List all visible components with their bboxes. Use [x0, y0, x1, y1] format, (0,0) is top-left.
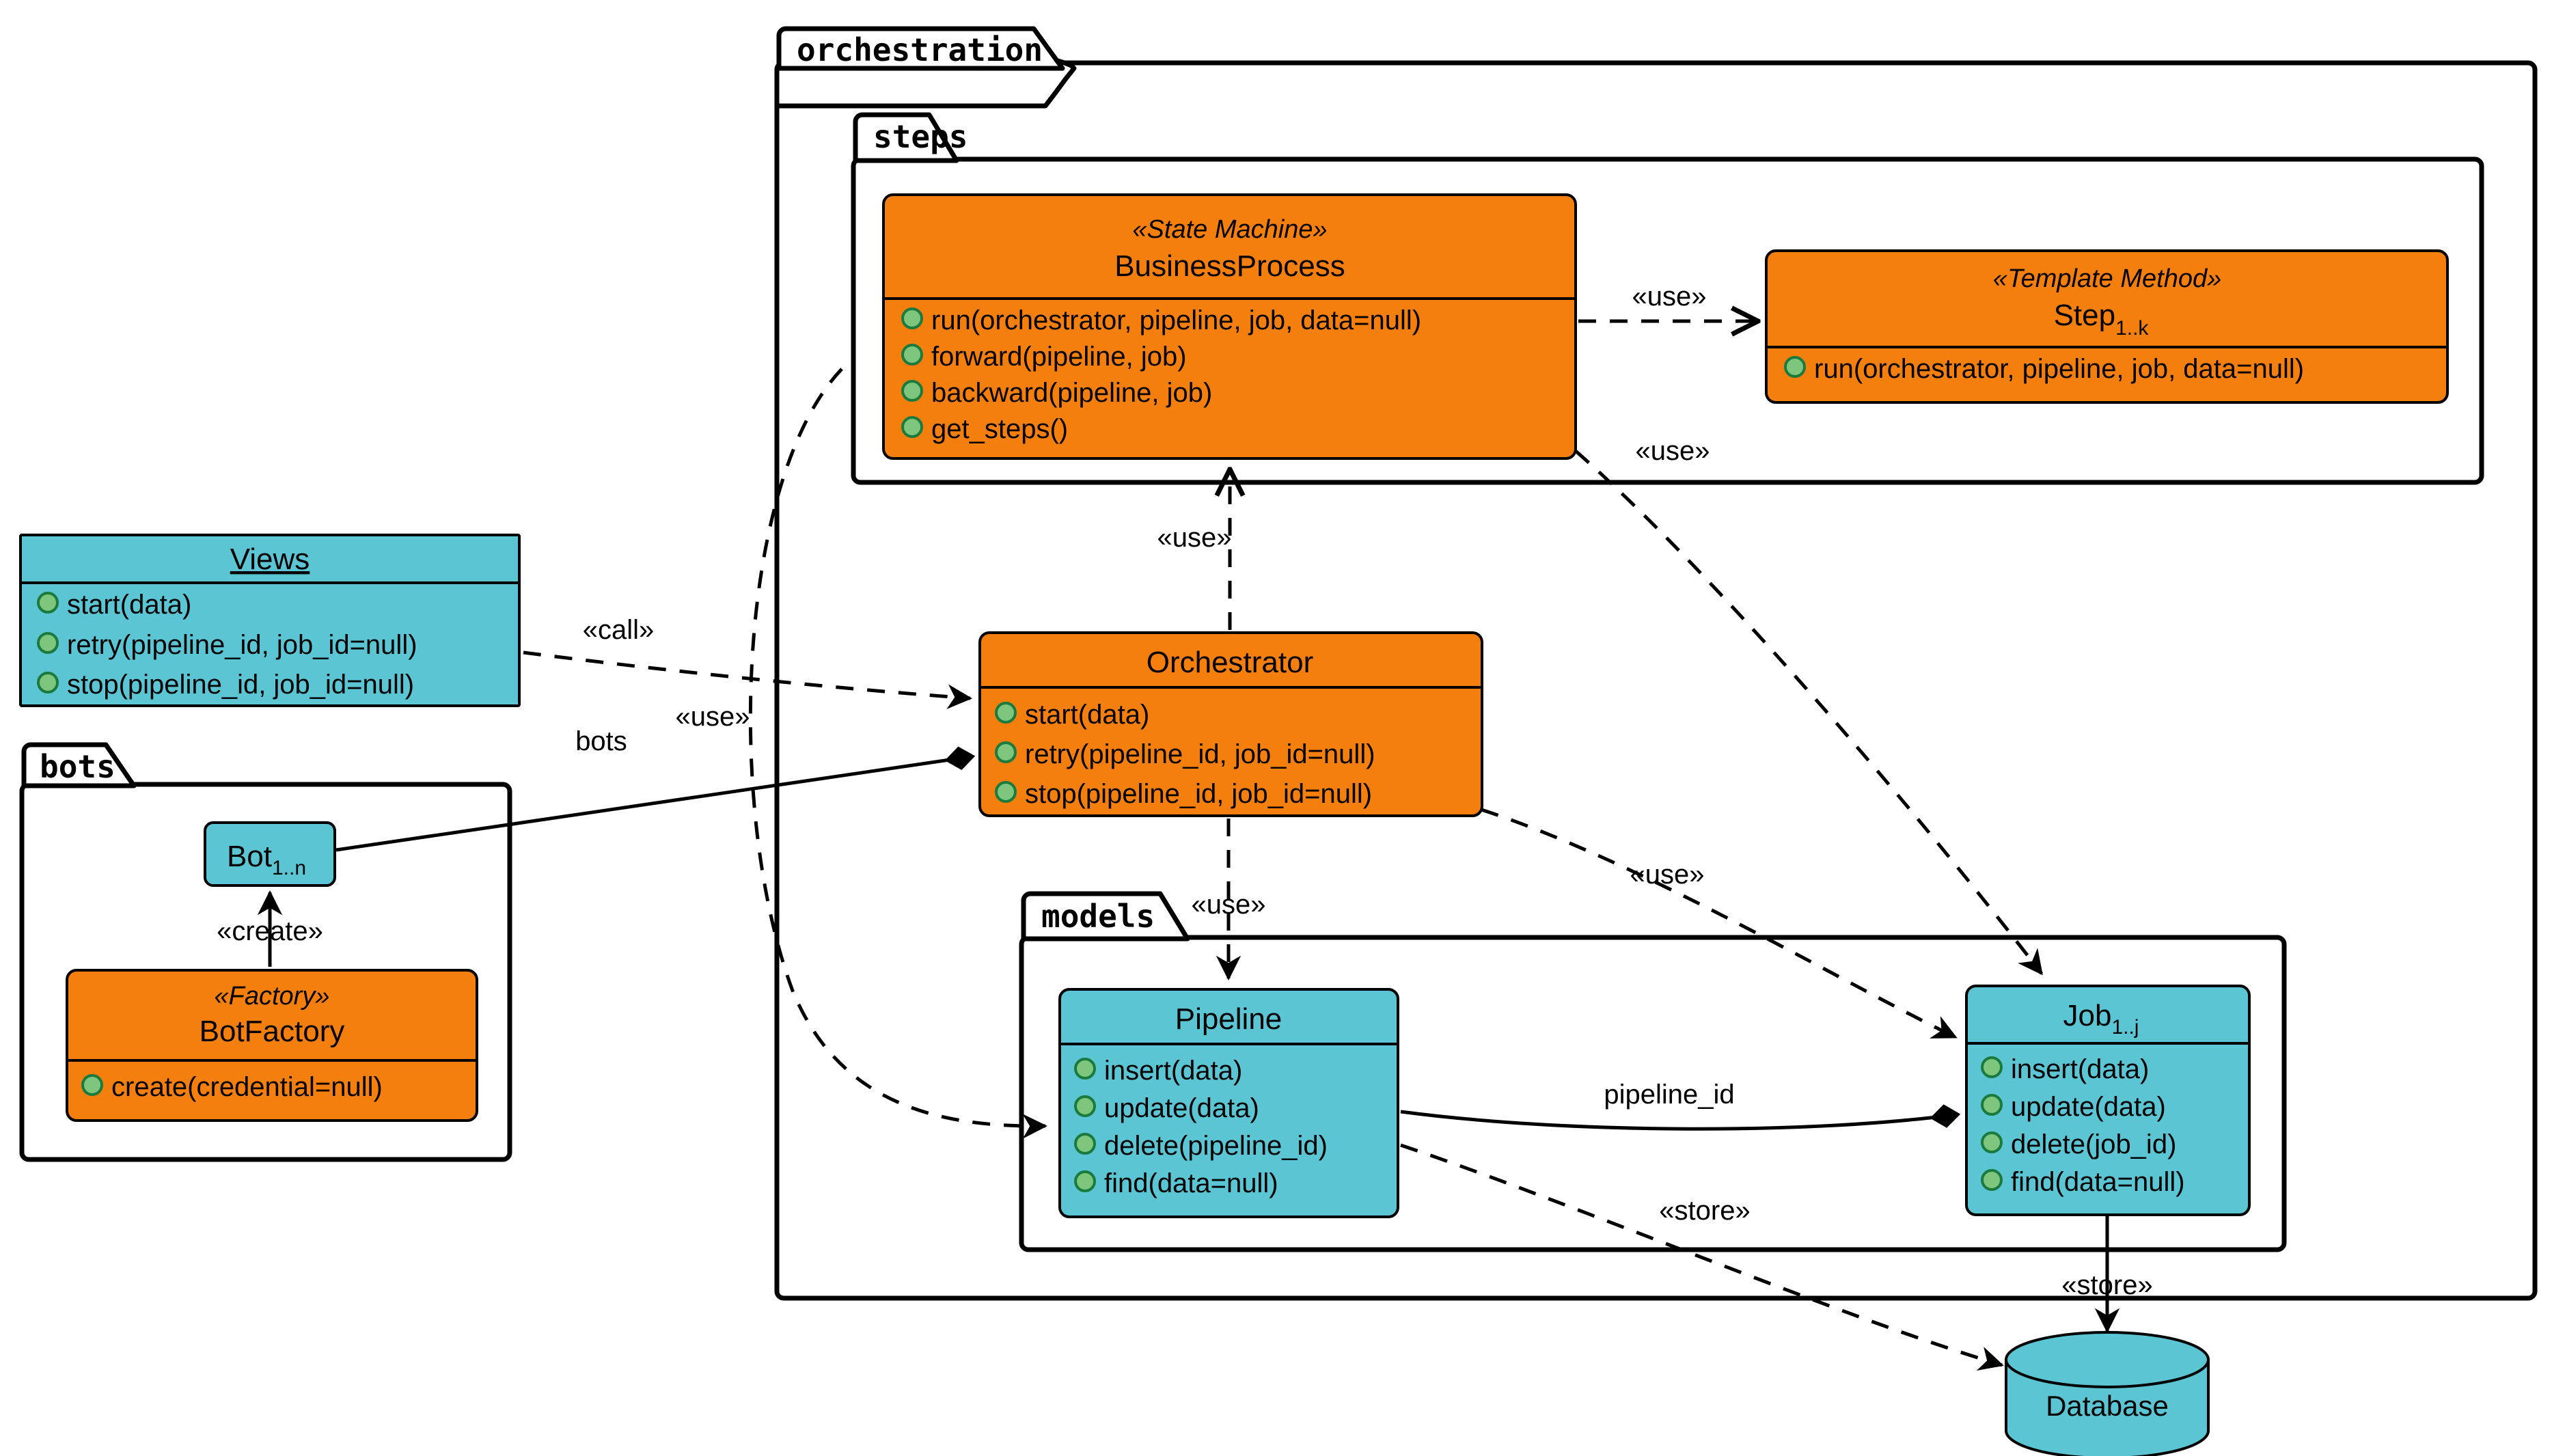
member-label: update(data) — [2011, 1092, 2166, 1122]
member-label: get_steps() — [931, 414, 1068, 444]
member-row: find(data=null) — [1981, 1167, 2185, 1197]
class-name-job: Job1..j — [2063, 999, 2139, 1039]
member-label: update(data) — [1104, 1093, 1259, 1123]
edge-label-create: «create» — [217, 916, 323, 946]
member-label: run(orchestrator, pipeline, job, data=nu… — [1814, 354, 2304, 384]
class-bot-factory[interactable]: «Factory» BotFactory create(credential=n… — [66, 969, 478, 1122]
member-row: retry(pipeline_id, job_id=null) — [995, 739, 1375, 769]
edge-label-store: «store» — [2061, 1270, 2152, 1300]
member-row: get_steps() — [901, 414, 1068, 444]
package-label-bots: bots — [40, 748, 115, 785]
edge-bp-to-job: «use» — [1574, 436, 2043, 976]
member-row: update(data) — [1981, 1092, 2166, 1122]
class-name-business-process: BusinessProcess — [1114, 249, 1345, 283]
member-row: find(data=null) — [1074, 1168, 1278, 1198]
member-label: find(data=null) — [2011, 1167, 2185, 1197]
class-bot[interactable]: Bot1..n — [204, 821, 336, 887]
node-label-database: Database — [2046, 1390, 2169, 1422]
member-label: start(data) — [67, 590, 191, 620]
member-label: stop(pipeline_id, job_id=null) — [67, 670, 414, 700]
class-step[interactable]: «Template Method» Step1..k run(orchestra… — [1765, 249, 2449, 404]
member-label: create(credential=null) — [111, 1072, 383, 1102]
class-name-bot-factory: BotFactory — [200, 1015, 345, 1048]
member-row: delete(pipeline_id) — [1074, 1131, 1328, 1161]
class-job[interactable]: Job1..j insert(data) update(data) delete… — [1965, 985, 2251, 1216]
member-row: start(data) — [37, 590, 191, 620]
edge-label-use: «use» — [1636, 436, 1710, 466]
member-label: run(orchestrator, pipeline, job, data=nu… — [931, 305, 1421, 335]
edge-label-use: «use» — [1632, 281, 1707, 312]
class-stereotype-business-process: «State Machine» — [1132, 215, 1327, 244]
class-name-bot: Bot1..n — [227, 840, 306, 879]
member-label: delete(pipeline_id) — [1104, 1131, 1328, 1161]
member-label: find(data=null) — [1104, 1168, 1278, 1198]
member-row: backward(pipeline, job) — [901, 378, 1212, 408]
class-pipeline[interactable]: Pipeline insert(data) update(data) delet… — [1058, 988, 1399, 1218]
edge-views-to-pipeline: «use» — [676, 368, 1048, 1139]
member-label: forward(pipeline, job) — [931, 342, 1187, 372]
edge-views-to-orchestrator: «call» — [523, 615, 973, 709]
edge-label-use: «use» — [1192, 890, 1266, 920]
class-stereotype-step: «Template Method» — [1993, 264, 2222, 293]
member-row: update(data) — [1074, 1093, 1259, 1123]
member-row: stop(pipeline_id, job_id=null) — [37, 670, 414, 700]
edge-label-use: «use» — [676, 702, 750, 732]
member-label: insert(data) — [1104, 1056, 1242, 1086]
class-orchestrator[interactable]: Orchestrator start(data) retry(pipeline_… — [978, 631, 1483, 817]
member-row: insert(data) — [1074, 1056, 1242, 1086]
node-database[interactable]: Database — [2005, 1331, 2210, 1456]
edge-bot-factory-to-bot: «create» — [217, 890, 323, 967]
edge-label-use: «use» — [1157, 523, 1232, 553]
edge-orchestrator-to-bp: «use» — [1157, 471, 1232, 630]
edge-job-to-db: «store» — [2061, 1216, 2153, 1334]
member-label: delete(job_id) — [2011, 1129, 2176, 1159]
edge-label-pipeline-id: pipeline_id — [1604, 1080, 1734, 1110]
edge-pipeline-to-job: pipeline_id — [1400, 1080, 1961, 1131]
member-row: run(orchestrator, pipeline, job, data=nu… — [1784, 354, 2304, 384]
member-row: retry(pipeline_id, job_id=null) — [37, 630, 417, 660]
edge-bp-to-step: «use» — [1578, 281, 1756, 321]
package-label-orchestration: orchestration — [797, 31, 1043, 68]
member-label: insert(data) — [2011, 1054, 2149, 1084]
member-label: retry(pipeline_id, job_id=null) — [1025, 739, 1375, 769]
member-label: retry(pipeline_id, job_id=null) — [67, 630, 417, 660]
member-row: delete(job_id) — [1981, 1129, 2176, 1159]
edge-pipeline-to-db: «store» — [1400, 1143, 2004, 1371]
member-row: forward(pipeline, job) — [901, 342, 1187, 372]
class-views[interactable]: Views start(data) retry(pipeline_id, job… — [19, 534, 521, 707]
class-business-process[interactable]: «State Machine» BusinessProcess run(orch… — [882, 193, 1577, 460]
edge-label-call: «call» — [583, 615, 655, 645]
edge-orchestrator-to-job: «use» — [1481, 808, 1958, 1039]
edge-orchestrator-to-pipeline: «use» — [1192, 819, 1266, 981]
class-stereotype-bot-factory: «Factory» — [215, 982, 330, 1011]
member-row: stop(pipeline_id, job_id=null) — [995, 779, 1372, 809]
package-label-models: models — [1041, 898, 1155, 935]
edge-bot-to-orchestrator: bots — [335, 726, 976, 852]
edge-label-bots: bots — [575, 726, 627, 756]
member-label: backward(pipeline, job) — [931, 378, 1212, 408]
member-label: start(data) — [1025, 700, 1149, 730]
class-name-pipeline: Pipeline — [1175, 1002, 1282, 1036]
edge-label-use: «use» — [1630, 860, 1705, 890]
member-label: stop(pipeline_id, job_id=null) — [1025, 779, 1372, 809]
edge-label-store: «store» — [1659, 1196, 1750, 1226]
class-name-views: Views — [230, 542, 310, 576]
class-name-orchestrator: Orchestrator — [1147, 646, 1314, 679]
member-row: run(orchestrator, pipeline, job, data=nu… — [901, 305, 1421, 335]
package-label-steps: steps — [873, 118, 968, 155]
member-row: insert(data) — [1981, 1054, 2149, 1084]
member-row: create(credential=null) — [81, 1072, 383, 1102]
member-row: start(data) — [995, 700, 1149, 730]
class-name-step: Step1..k — [2054, 299, 2150, 340]
